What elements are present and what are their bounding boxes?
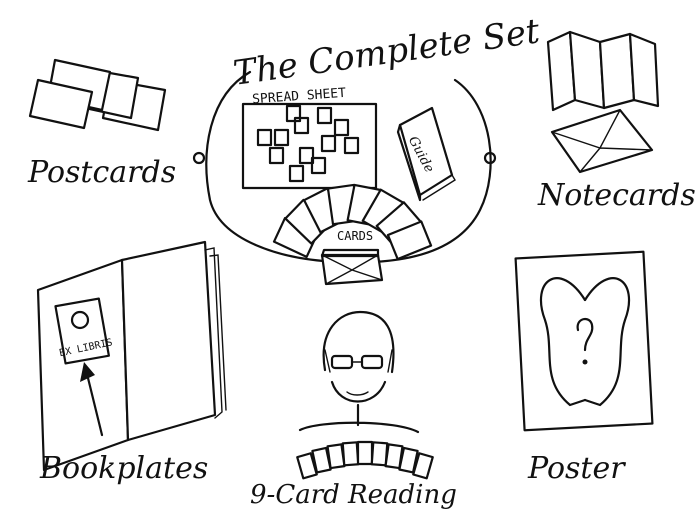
postcards-label: Postcards [27,155,176,190]
guide-booklet-illustration: Guide [396,106,456,202]
spreadsheet-cell [310,156,327,175]
notecards-illustration [546,30,660,174]
spreadsheet-cell [288,164,305,183]
spreadsheet-cell [256,128,273,147]
poster-illustration [514,250,654,432]
reading-card [398,446,419,474]
spreadsheet-cell [343,136,360,155]
title-text: The Complete Set [231,11,543,94]
cards-label: CARDS [337,229,373,243]
spreadsheet-cell [298,146,315,165]
bookplates-label: Bookplates [39,451,208,486]
cards-deck-illustration: CARDS [272,183,433,286]
reading-card [356,440,374,466]
reading-card [296,452,318,480]
spreadsheet-cell [268,146,285,165]
bookplates-illustration: EX LIBRIS [36,240,227,472]
reading-card [341,441,360,467]
reading-card [326,443,346,470]
postcards-illustration [28,58,167,132]
tarot-card [386,220,433,261]
spreadsheet-label: SPREAD SHEET [252,86,347,108]
spreadsheet-cell [320,134,337,153]
reading-label: 9-Card Reading [250,480,457,510]
spreadsheet-illustration: SPREAD SHEET [241,86,378,190]
spreadsheet-cell [333,118,350,137]
spreadsheet-cell [273,128,290,147]
spreadsheet-cell [316,106,333,125]
poster-label: Poster [527,451,626,486]
spreadsheet-cell [293,116,310,135]
reading-person-illustration [296,310,434,480]
spreadsheet-cell [285,104,302,123]
notecards-label: Notecards [537,178,696,213]
reading-card [412,452,434,480]
reading-card [370,441,389,467]
